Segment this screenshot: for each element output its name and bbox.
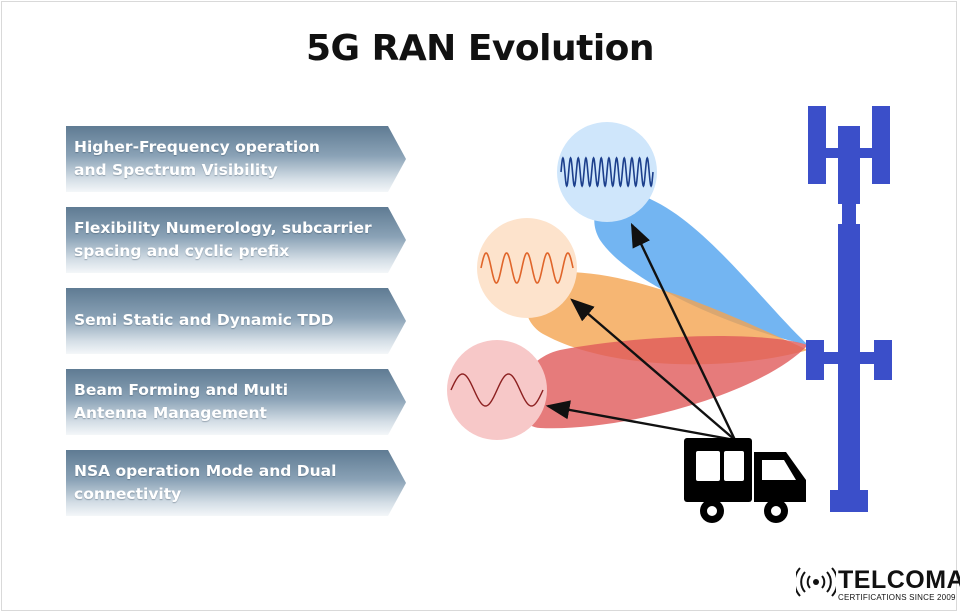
- feature-label: Semi Static and Dynamic TDD: [74, 311, 334, 329]
- signal-arrows: [545, 222, 737, 442]
- feature-label: Higher-Frequency operation and Spectrum …: [74, 137, 320, 179]
- wave-circle-high: [557, 122, 657, 222]
- truck-icon: [684, 438, 806, 523]
- feature-label: Flexibility Numerology, subcarrier spaci…: [74, 218, 372, 260]
- broadcast-icon: [796, 567, 836, 597]
- brand-name: TELCOMA: [838, 566, 960, 594]
- cell-tower-icon: [806, 106, 892, 512]
- feature-label: NSA operation Mode and Dual connectivity: [74, 461, 337, 503]
- beam-low-frequency: [517, 335, 808, 429]
- feature-item-beamforming: Beam Forming and Multi Antenna Managemen…: [66, 369, 406, 435]
- feature-item-tdd: Semi Static and Dynamic TDD: [66, 288, 406, 354]
- wave-circle-low: [447, 340, 547, 440]
- feature-label: Beam Forming and Multi Antenna Managemen…: [74, 380, 289, 422]
- page-title: 5G RAN Evolution: [305, 28, 655, 69]
- wave-circle-mid: [477, 218, 577, 318]
- brand-logo: TELCOMA CERTIFICATIONS SINCE 2009: [796, 566, 960, 602]
- feature-item-numerology: Flexibility Numerology, subcarrier spaci…: [66, 207, 406, 273]
- feature-item-frequency: Higher-Frequency operation and Spectrum …: [66, 126, 406, 192]
- feature-item-nsa: NSA operation Mode and Dual connectivity: [66, 450, 406, 516]
- brand-tagline: CERTIFICATIONS SINCE 2009: [838, 593, 956, 602]
